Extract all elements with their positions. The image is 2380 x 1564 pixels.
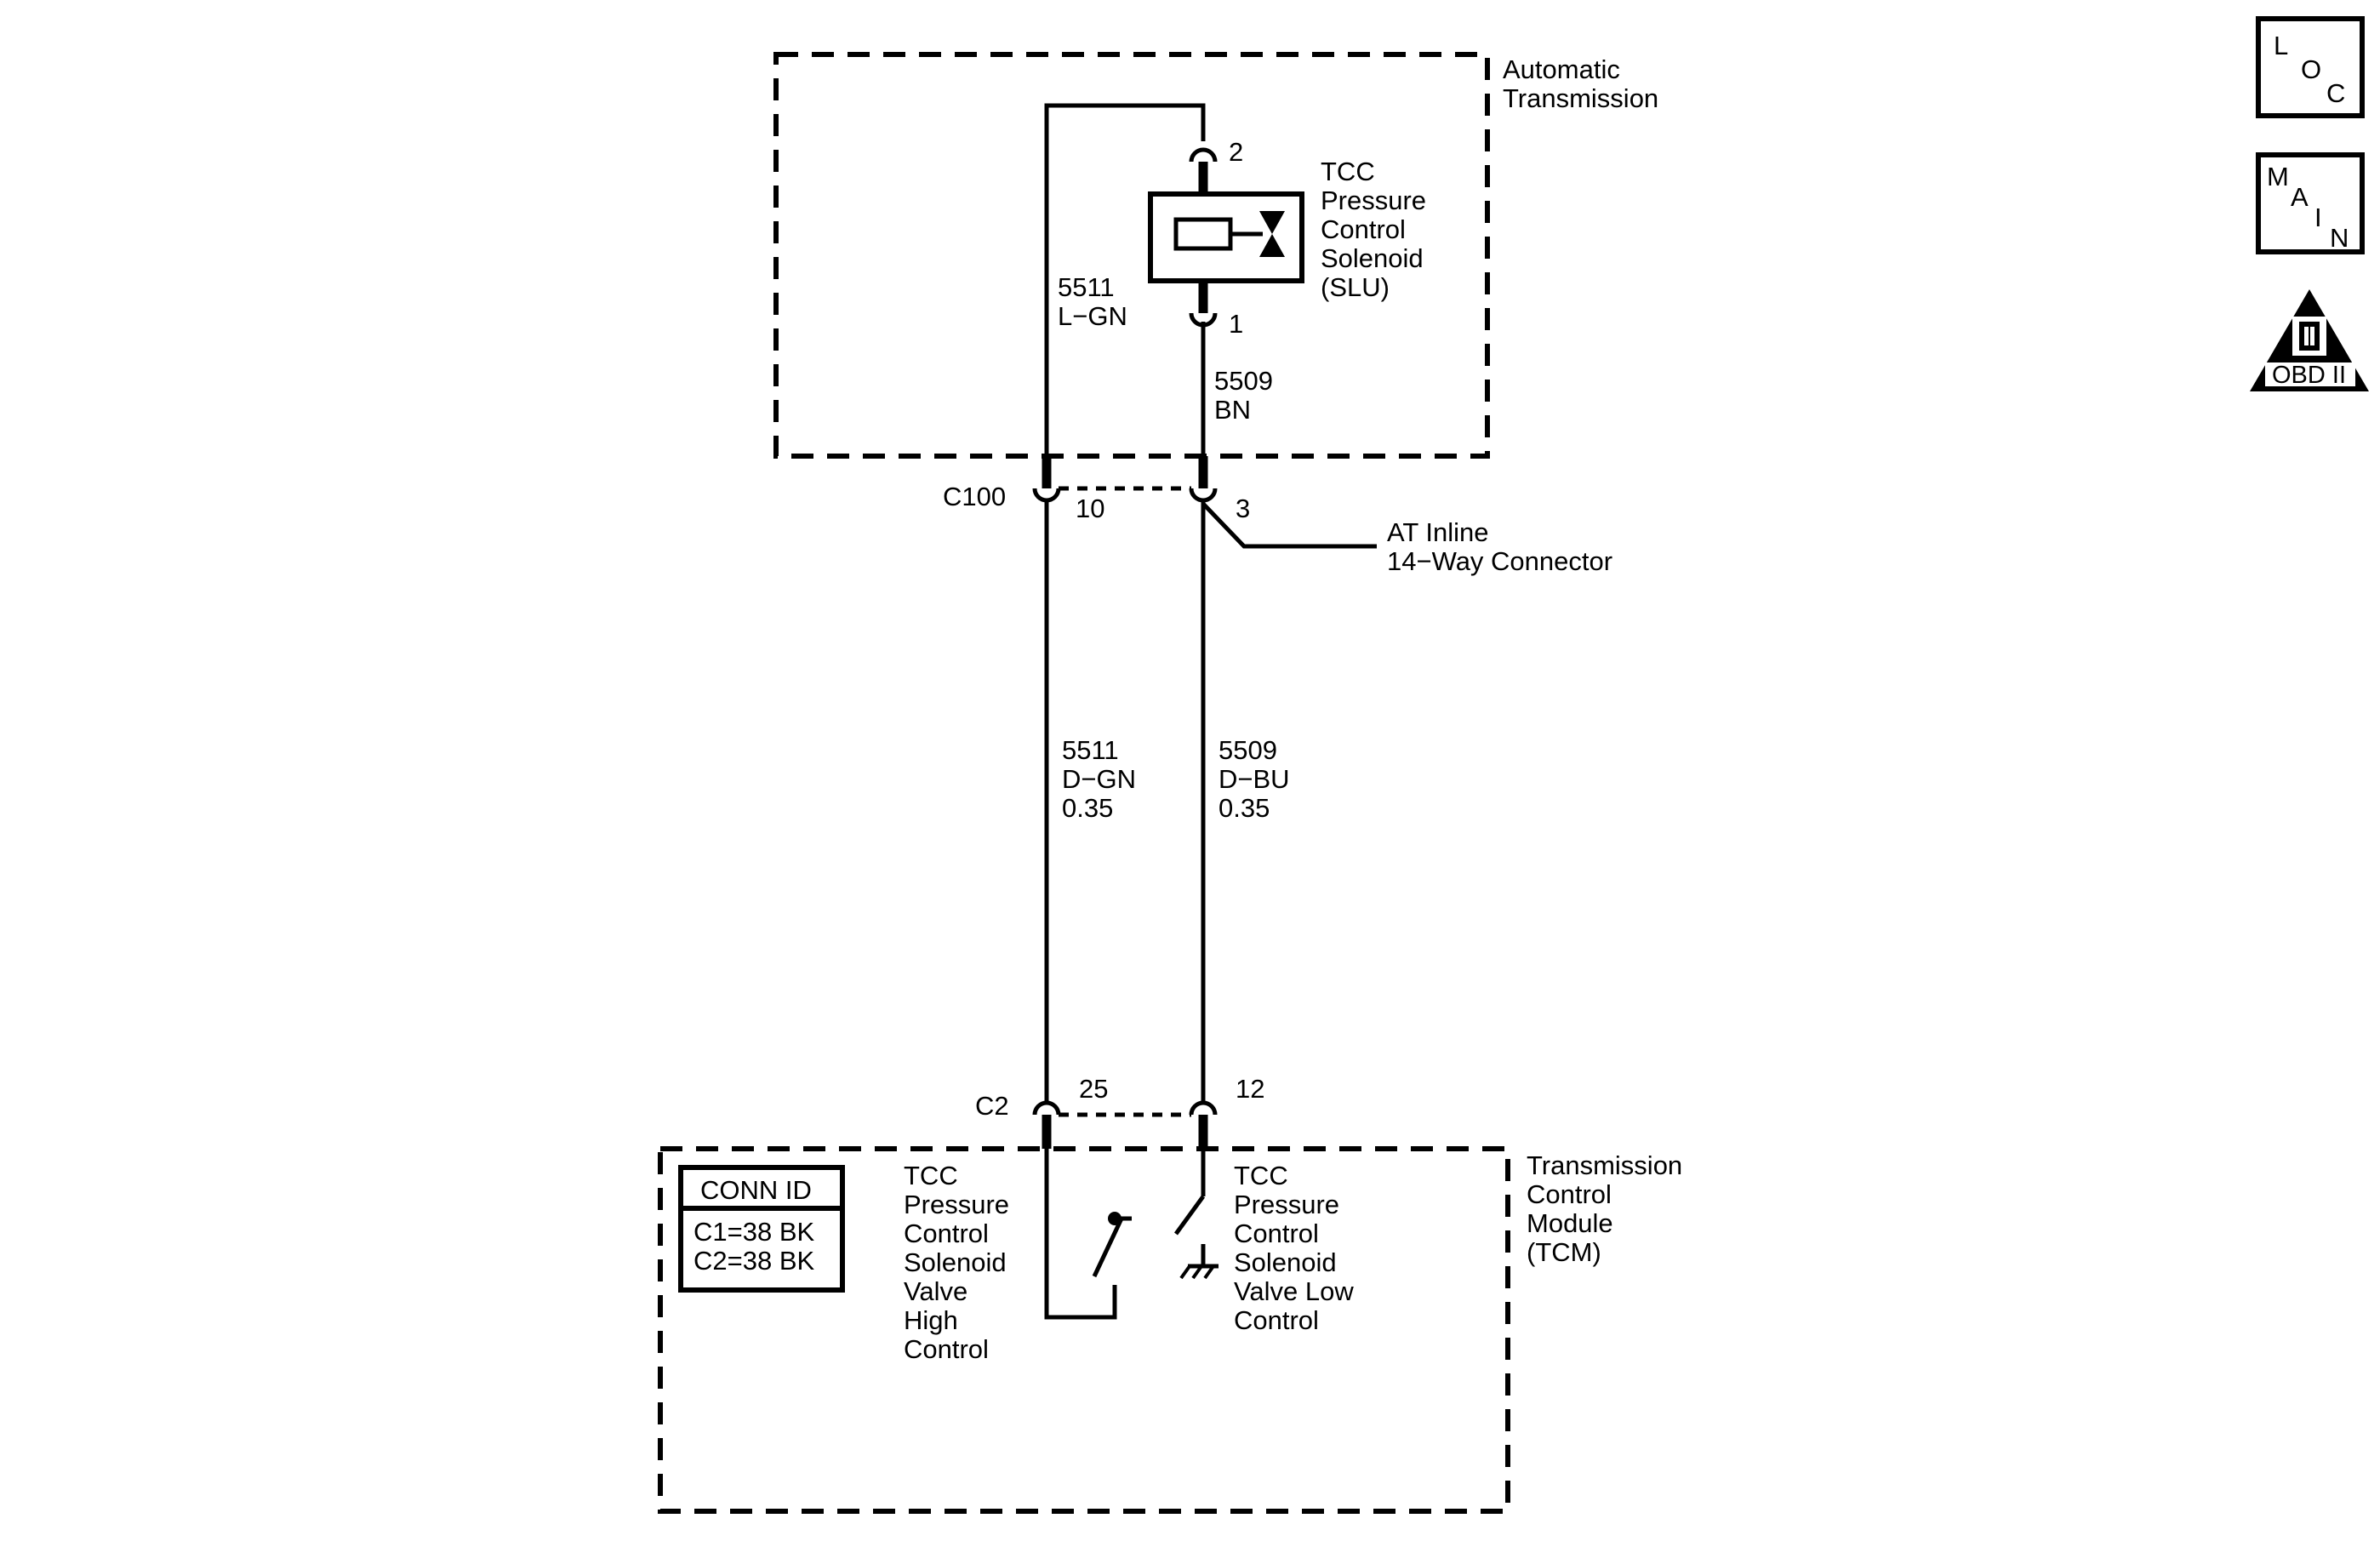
tcm-label: Transmission Control Module (TCM) xyxy=(1527,1150,1690,1267)
conn-id-rows: C1=38 BK C2=38 BK xyxy=(693,1217,822,1276)
low-control-label: TCC Pressure Control Solenoid Valve Low … xyxy=(1234,1161,1361,1335)
callout-leader xyxy=(1201,502,1377,549)
low-control-switch xyxy=(1173,1149,1219,1280)
tcc-pressure-control-solenoid xyxy=(1148,147,1304,328)
high-control-switch xyxy=(1044,1149,1132,1320)
connector-c2-pin-12: 12 xyxy=(1236,1074,1264,1104)
svg-text:A: A xyxy=(2291,182,2309,212)
connector-c2-name: C2 xyxy=(975,1091,1009,1121)
at-inline-connector-label: AT Inline 14−Way Connector xyxy=(1387,517,1612,576)
wire-5509-upper-label: 5509 BN xyxy=(1214,366,1281,425)
svg-text:L: L xyxy=(2274,31,2288,60)
loc-icon[interactable]: L O C xyxy=(2256,16,2365,118)
svg-text:O: O xyxy=(2301,54,2321,84)
connector-c2 xyxy=(1032,1100,1218,1149)
connector-c100-name: C100 xyxy=(943,482,1006,511)
automatic-transmission-box xyxy=(773,52,1490,459)
connector-c2-pin-25: 25 xyxy=(1079,1074,1108,1104)
wire-5511-lower-label: 5511 D−GN 0.35 xyxy=(1062,735,1144,823)
conn-id-table xyxy=(678,1165,845,1293)
svg-text:OBD II: OBD II xyxy=(2272,362,2346,389)
solenoid-pin-2: 2 xyxy=(1229,137,1243,167)
conn-id-title: CONN ID xyxy=(700,1175,812,1205)
svg-text:I: I xyxy=(2314,203,2322,232)
automatic-transmission-label: Automatic Transmission xyxy=(1503,54,1658,113)
svg-text:C: C xyxy=(2326,78,2345,108)
solenoid-pin-1: 1 xyxy=(1229,309,1243,339)
connector-c100 xyxy=(1032,456,1218,503)
main-icon[interactable]: M A I N xyxy=(2256,152,2365,254)
solenoid-label: TCC Pressure Control Solenoid (SLU) xyxy=(1321,157,1434,302)
connector-c100-pin-10: 10 xyxy=(1076,494,1104,523)
svg-text:M: M xyxy=(2267,162,2289,191)
wire-5511-upper-label: 5511 L−GN xyxy=(1058,272,1127,331)
connector-c100-pin-3: 3 xyxy=(1236,494,1250,523)
high-control-label: TCC Pressure Control Solenoid Valve High… xyxy=(904,1161,1017,1364)
svg-text:N: N xyxy=(2330,223,2349,253)
obd-ii-icon[interactable]: OBD II xyxy=(2250,289,2369,391)
wire-5509-lower-label: 5509 D−BU 0.35 xyxy=(1219,735,1297,823)
wire-5511-upper xyxy=(1044,103,1206,456)
